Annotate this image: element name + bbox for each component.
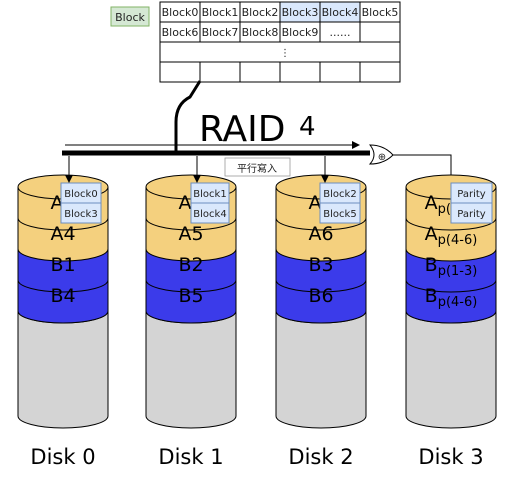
table-cell-label: Block4 xyxy=(322,6,359,19)
block-legend: Block xyxy=(110,6,150,27)
block-tag xyxy=(60,202,102,224)
parity-line xyxy=(393,154,452,183)
parallel-write-label-box: 平行寫入 xyxy=(224,157,291,177)
segment-label-sub: p(1-3) xyxy=(438,264,478,279)
segment-label-sub: p(4-6) xyxy=(438,233,478,248)
block-tag-label: Block0 xyxy=(64,189,97,200)
segment-label-base: A xyxy=(425,223,438,245)
table-cell xyxy=(359,21,401,43)
disk-body xyxy=(17,311,109,429)
table-cell-label: Block6 xyxy=(162,26,199,39)
segment-label: B4 xyxy=(50,285,75,307)
block-tag-label: Parity xyxy=(457,189,486,200)
disk-name: Disk 1 xyxy=(158,445,223,469)
segment-label-base: B xyxy=(425,285,438,307)
block-tag-label: Block4 xyxy=(193,209,226,220)
table-empty-cell xyxy=(319,61,361,83)
table-empty-cell xyxy=(279,61,321,83)
block-tag-label: Block2 xyxy=(323,189,356,200)
raid-level: 4 xyxy=(299,112,316,142)
table-connector xyxy=(174,80,202,152)
segment-label-base: A xyxy=(425,192,438,214)
disk-3: Ap(1-3)Ap(4-6)Bp(1-3)Bp(4-6)ParityParity… xyxy=(405,174,497,469)
table-ellipsis: ⋮ xyxy=(280,48,290,59)
table-cell-label: ...... xyxy=(330,26,351,39)
segment-label: A5 xyxy=(178,223,203,245)
segment-label: A4 xyxy=(50,223,75,245)
xor-gate: ⊕ xyxy=(368,144,394,165)
block-tag xyxy=(319,202,361,224)
segment-label-sub: p(4-6) xyxy=(438,295,478,310)
table-empty-cell xyxy=(159,61,201,83)
segment-label: B2 xyxy=(178,254,203,276)
segment-label-base: B xyxy=(425,254,438,276)
table-cell-label: Block7 xyxy=(202,26,239,39)
table-cell-label: Block3 xyxy=(282,6,319,19)
segment-label: B3 xyxy=(308,254,333,276)
block-tag-label: Block5 xyxy=(323,209,356,220)
block-legend-label: Block xyxy=(115,11,145,24)
block-tag xyxy=(450,202,493,224)
disk-body xyxy=(405,311,497,429)
table-empty-cell xyxy=(359,61,401,83)
segment-label: A6 xyxy=(308,223,333,245)
table-cell-label: Block5 xyxy=(362,6,399,19)
block-tag-label: Block3 xyxy=(64,209,97,220)
table-empty-cell xyxy=(239,61,281,83)
segment-label: Bp(4-6) xyxy=(425,285,478,310)
disk-body xyxy=(145,311,237,429)
table-cell-label: Block8 xyxy=(242,26,279,39)
xor-icon: ⊕ xyxy=(378,152,386,163)
disk-0: A1A4B1B4Block0Block3Disk 0 xyxy=(17,156,109,469)
table-cell-label: Block9 xyxy=(282,26,319,39)
block-tag-label: Block1 xyxy=(193,189,226,200)
table-cell-label: Block1 xyxy=(202,6,239,19)
disk-name: Disk 3 xyxy=(418,445,483,469)
disk-name: Disk 0 xyxy=(30,445,95,469)
segment-label: B6 xyxy=(308,285,333,307)
disk-body xyxy=(275,311,367,429)
disk-1: A2A5B2B5Block1Block4Disk 1 xyxy=(145,156,237,469)
table-cell-label: Block2 xyxy=(242,6,279,19)
segment-label: Ap(4-6) xyxy=(425,223,478,248)
block-tag xyxy=(190,202,230,224)
parallel-write-label: 平行寫入 xyxy=(237,162,277,175)
table-empty-cell xyxy=(199,61,241,83)
segment-label: B5 xyxy=(178,285,203,307)
segment-label: Bp(1-3) xyxy=(425,254,478,279)
raid-title: RAID xyxy=(199,109,286,150)
block-tag-label: Parity xyxy=(457,209,486,220)
disks: A1A4B1B4Block0Block3Disk 0A2A5B2B5Block1… xyxy=(17,156,497,469)
table-cell-label: Block0 xyxy=(162,6,199,19)
disk-2: A3A6B3B6Block2Block5Disk 2 xyxy=(275,156,367,469)
disk-name: Disk 2 xyxy=(288,445,353,469)
segment-label: B1 xyxy=(50,254,75,276)
